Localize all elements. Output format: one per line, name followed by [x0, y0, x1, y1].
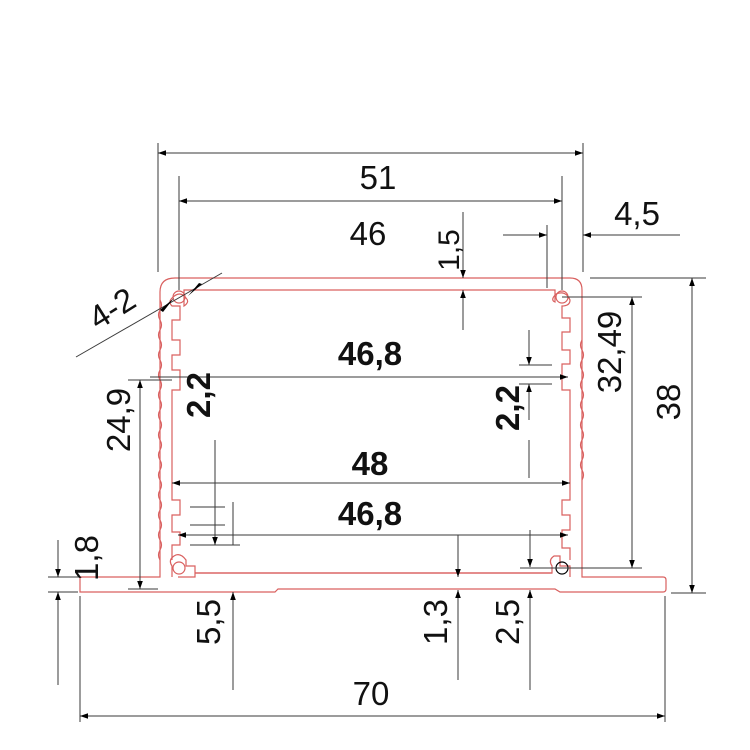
outer-outline: [79, 277, 667, 593]
left-wall-texture: [157, 299, 163, 561]
dim-inner-top-width: 46: [350, 215, 387, 252]
dim-upper-slot-height-left: 2,2: [180, 372, 217, 418]
dim-top-wall-thickness: 1,5: [433, 229, 466, 271]
dim-lower-groove-offset: 5,5: [190, 599, 227, 645]
dim-screw-hole: 4-2: [82, 280, 142, 337]
dim-flange-thickness: 1,8: [68, 535, 105, 581]
dim-bottom-hole-offset: 2,5: [489, 599, 526, 645]
profile-outline: [79, 277, 667, 593]
dim-corner-offset: 4,5: [614, 195, 660, 232]
dim-bottom-wall-thickness: 1,3: [417, 599, 454, 645]
dim-overall-height: 38: [650, 384, 687, 421]
dim-upper-slot-width: 46,8: [338, 335, 402, 372]
dim-overall-width: 70: [353, 675, 390, 712]
screw-hole-top-left: [172, 290, 186, 304]
inner-cavity: [169, 289, 571, 574]
dim-overall-top-width: 51: [360, 159, 397, 196]
right-wall-texture: [579, 339, 585, 481]
dim-upper-slot-height-right: 2,2: [489, 385, 526, 431]
dim-left-wall-height: 24,9: [100, 388, 137, 452]
inner-outline: [169, 554, 571, 578]
dim-hole-center-height: 32,49: [591, 311, 628, 394]
dim-lower-slot-width: 46,8: [338, 495, 402, 532]
screw-hole-bottom-left: [172, 561, 186, 575]
dim-inner-width: 48: [352, 445, 389, 482]
dimension-lines: [48, 143, 706, 722]
dimension-labels: 51 46 4,5 1,5 4-2 46,8 2,2 2,2 32,49 38 …: [68, 159, 687, 712]
